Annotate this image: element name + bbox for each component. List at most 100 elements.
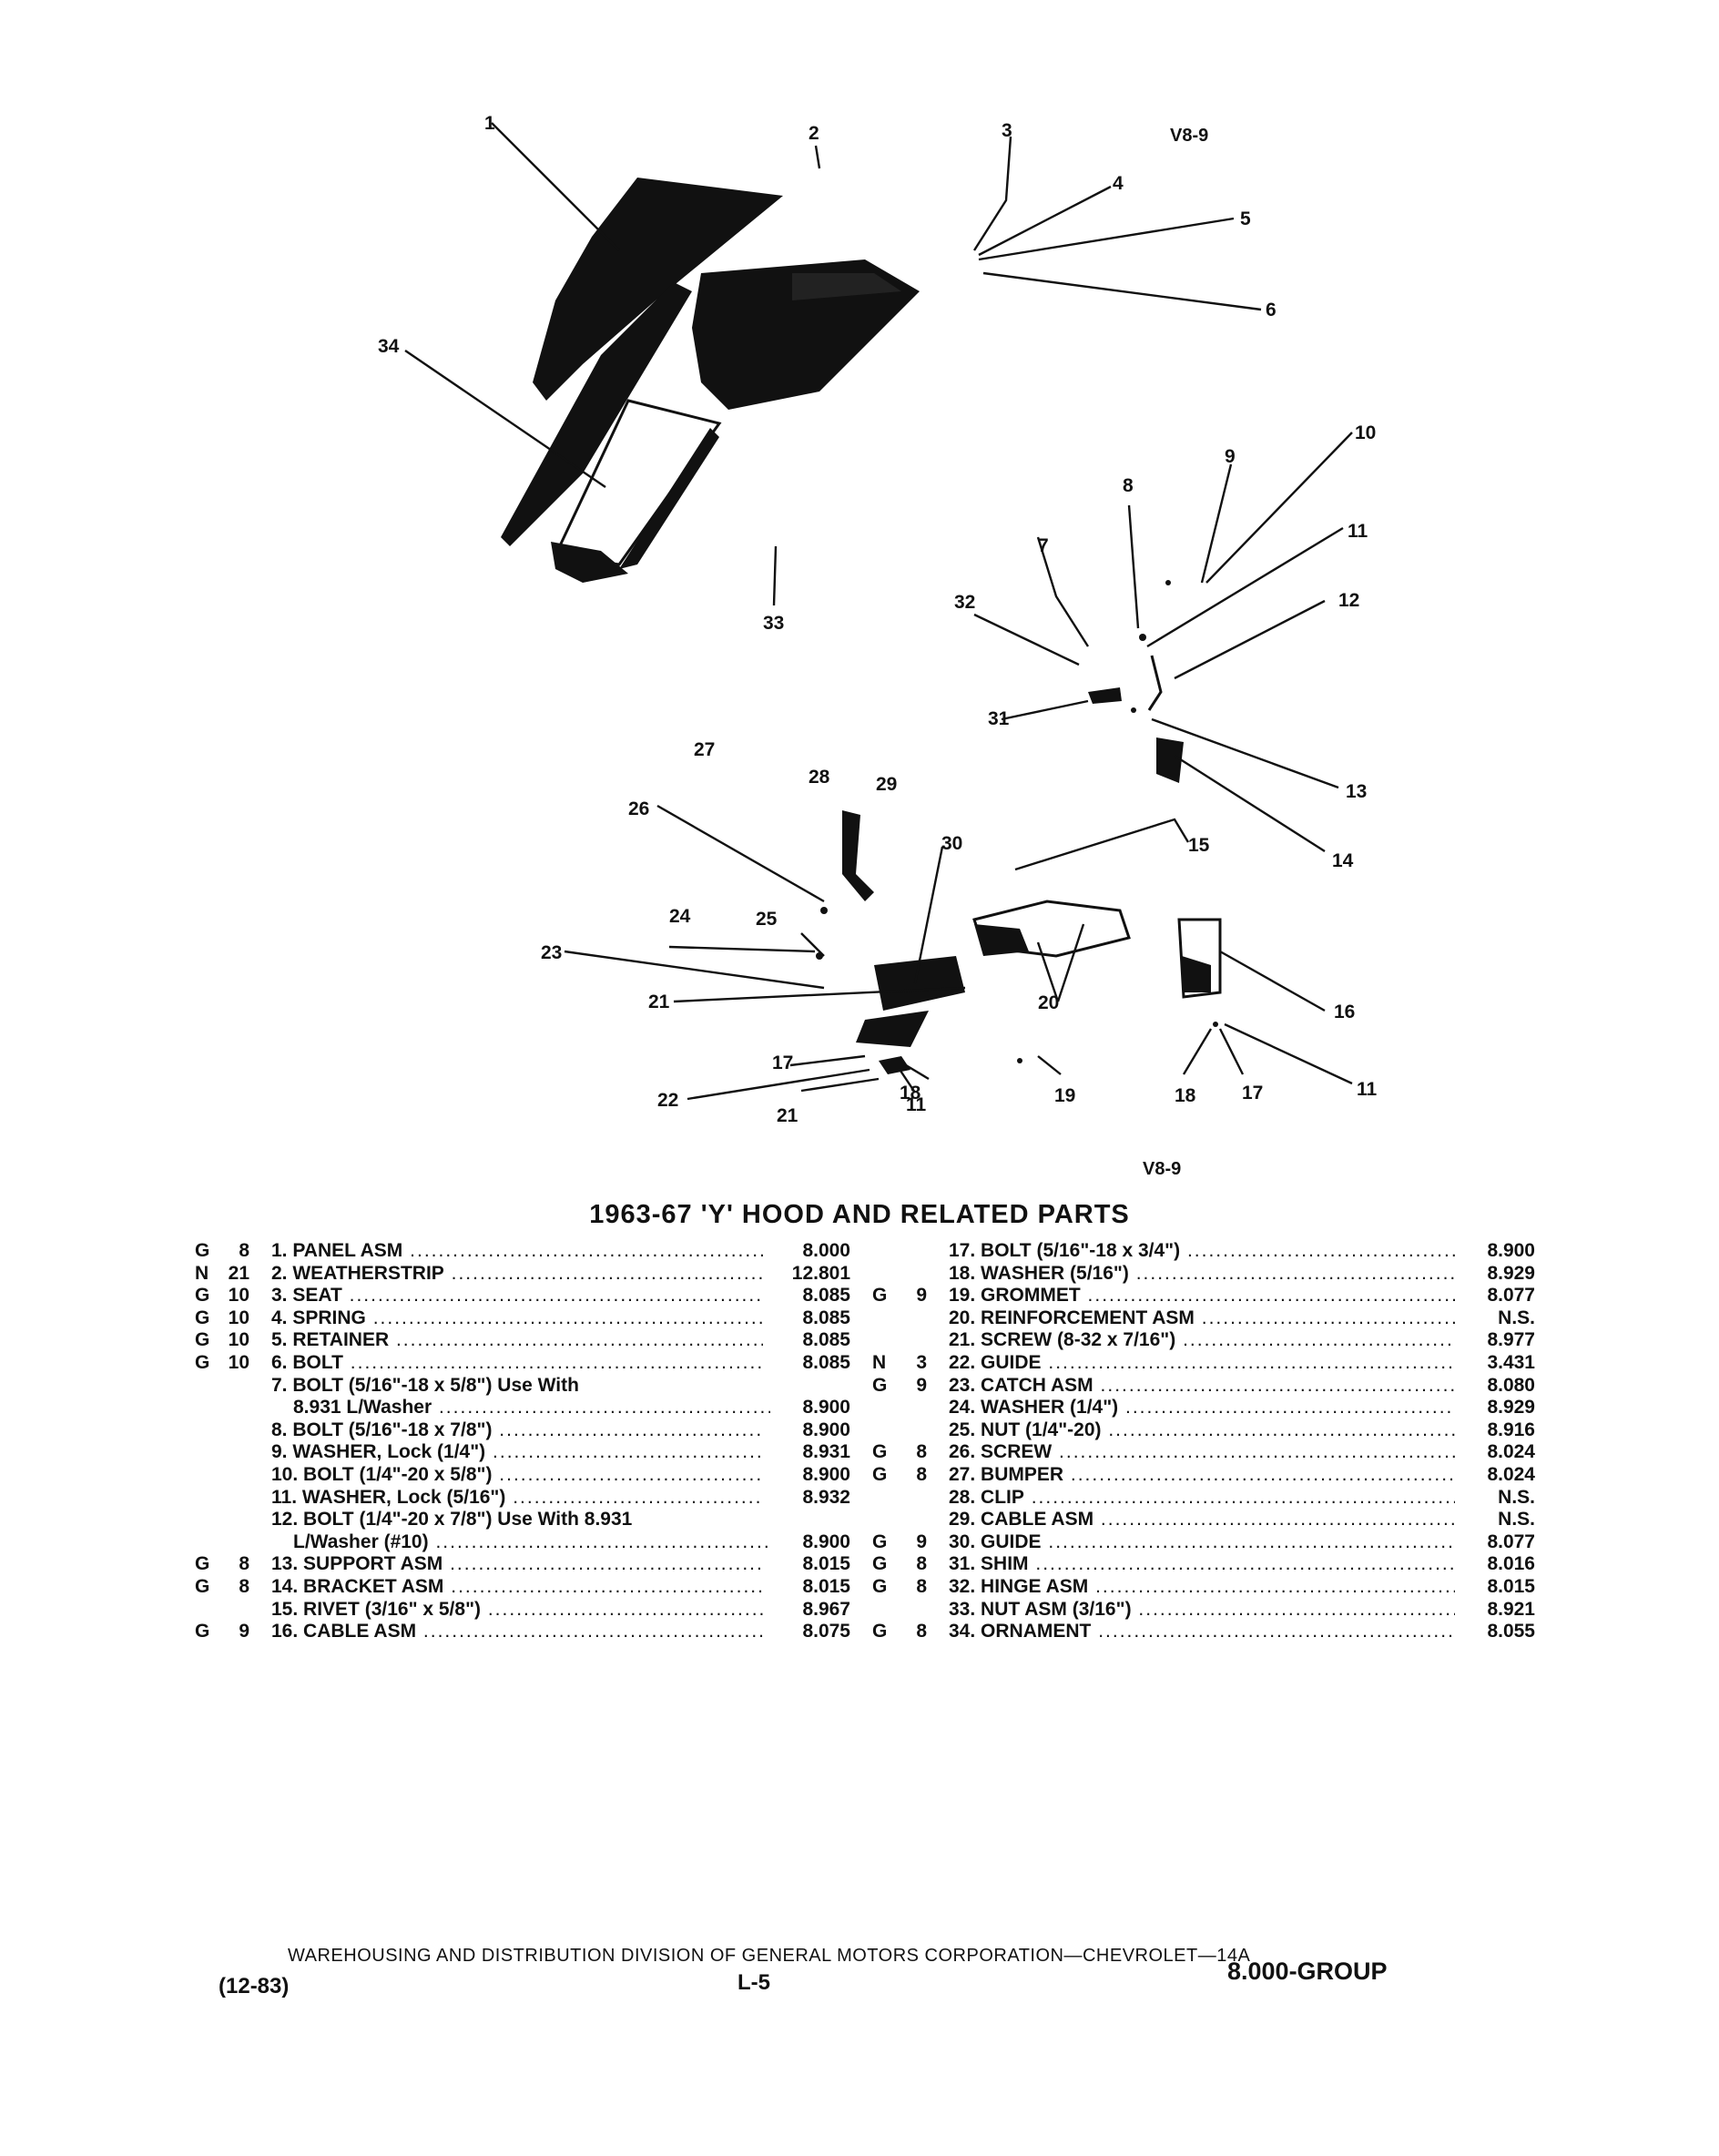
parts-row: 20. REINFORCEMENT ASMN.S. bbox=[872, 1307, 1535, 1330]
subgroup-code: 8 bbox=[916, 1575, 927, 1597]
group-number: 8.024 bbox=[1455, 1441, 1535, 1464]
subgroup-code: 8 bbox=[916, 1553, 927, 1575]
parts-row: 18. WASHER (5/16")8.929 bbox=[872, 1262, 1535, 1286]
group-number: 8.055 bbox=[1455, 1621, 1535, 1643]
subgroup-code: 10 bbox=[228, 1329, 249, 1351]
part-description: 21. SCREW (8-32 x 7/16") bbox=[949, 1329, 1459, 1351]
group-number: 8.900 bbox=[1455, 1240, 1535, 1262]
callout-14: 14 bbox=[1332, 850, 1354, 871]
group-number: 8.085 bbox=[770, 1351, 850, 1374]
part-description: 22. GUIDE bbox=[949, 1352, 1459, 1374]
group-number: 8.077 bbox=[1455, 1285, 1535, 1307]
group-code: G bbox=[195, 1553, 210, 1575]
callout-numbers: 1 2 3 4 5 6 34 10 9 8 11 7 32 12 31 33 2… bbox=[378, 113, 1378, 1126]
callout-17b: 17 bbox=[1242, 1083, 1263, 1103]
group-number: 8.900 bbox=[770, 1397, 850, 1419]
callout-10: 10 bbox=[1355, 422, 1376, 443]
subgroup-code: 9 bbox=[239, 1621, 249, 1642]
part-description: 7. BOLT (5/16"-18 x 5/8") Use With bbox=[271, 1374, 579, 1396]
footer-date: (12-83) bbox=[219, 1974, 290, 1998]
part-description: 24. WASHER (1/4") bbox=[949, 1397, 1459, 1419]
part-description: 25. NUT (1/4"-20) bbox=[949, 1419, 1459, 1441]
group-number: 12.801 bbox=[770, 1262, 850, 1285]
part-description: 9. WASHER, Lock (1/4") bbox=[271, 1441, 763, 1463]
part-description: 16. CABLE ASM bbox=[271, 1621, 763, 1642]
callout-9: 9 bbox=[1225, 446, 1236, 467]
parts-row: L/Washer (#10)8.900 bbox=[195, 1531, 850, 1554]
callout-20: 20 bbox=[1038, 992, 1059, 1013]
group-number: 8.075 bbox=[770, 1621, 850, 1643]
part-description: 27. BUMPER bbox=[949, 1464, 1459, 1486]
group-number: N.S. bbox=[1455, 1486, 1535, 1509]
callout-16: 16 bbox=[1334, 1002, 1355, 1022]
part-description: 11. WASHER, Lock (5/16") bbox=[271, 1487, 763, 1509]
group-number: 8.900 bbox=[770, 1463, 850, 1486]
callout-33: 33 bbox=[763, 613, 784, 634]
group-number: 8.085 bbox=[770, 1307, 850, 1329]
parts-row: 17. BOLT (5/16"-18 x 3/4")8.900 bbox=[872, 1240, 1535, 1263]
leader-lines bbox=[404, 122, 1353, 1101]
part-description: 29. CABLE ASM bbox=[949, 1509, 1459, 1531]
hood-panel-drawing bbox=[501, 178, 920, 583]
subgroup-code: 8 bbox=[916, 1441, 927, 1463]
parts-row: 9. WASHER, Lock (1/4")8.931 bbox=[195, 1441, 850, 1464]
parts-row: 29. CABLE ASMN.S. bbox=[872, 1509, 1535, 1531]
part-description: 33. NUT ASM (3/16") bbox=[949, 1599, 1459, 1621]
group-number: 8.929 bbox=[1455, 1397, 1535, 1419]
part-description: 3. SEAT bbox=[271, 1285, 763, 1307]
parts-row: G81. PANEL ASM8.000 bbox=[195, 1240, 850, 1263]
callout-1: 1 bbox=[484, 113, 495, 134]
group-code: G bbox=[195, 1285, 210, 1307]
hinge-assembly-drawing bbox=[1088, 580, 1184, 783]
part-description: 15. RIVET (3/16" x 5/8") bbox=[271, 1599, 763, 1621]
group-number: 8.024 bbox=[1455, 1463, 1535, 1486]
group-number: N.S. bbox=[1455, 1307, 1535, 1329]
callout-23: 23 bbox=[541, 942, 562, 963]
callout-18b: 18 bbox=[1175, 1085, 1196, 1106]
parts-row: 21. SCREW (8-32 x 7/16")8.977 bbox=[872, 1329, 1535, 1352]
part-description: 23. CATCH ASM bbox=[949, 1375, 1459, 1397]
footer-publisher: WAREHOUSING AND DISTRIBUTION DIVISION OF… bbox=[288, 1946, 1251, 1966]
callout-29: 29 bbox=[876, 774, 897, 795]
part-description: 2. WEATHERSTRIP bbox=[271, 1263, 763, 1285]
group-number: 8.929 bbox=[1455, 1262, 1535, 1285]
group-code: G bbox=[872, 1463, 888, 1485]
part-description: 32. HINGE ASM bbox=[949, 1576, 1459, 1598]
hood-catch-drawing bbox=[816, 810, 1222, 1074]
callout-22: 22 bbox=[657, 1090, 678, 1111]
part-description: 1. PANEL ASM bbox=[271, 1240, 763, 1262]
callout-19: 19 bbox=[1054, 1085, 1075, 1106]
part-description: 8. BOLT (5/16"-18 x 7/8") bbox=[271, 1419, 763, 1441]
page-title: 1963-67 'Y' HOOD AND RELATED PARTS bbox=[589, 1200, 1130, 1229]
group-code: G bbox=[872, 1531, 888, 1552]
group-number: 8.077 bbox=[1455, 1531, 1535, 1553]
callout-17: 17 bbox=[772, 1053, 793, 1073]
group-number: 8.900 bbox=[770, 1419, 850, 1441]
callout-31: 31 bbox=[988, 708, 1010, 729]
part-description: 31. SHIM bbox=[949, 1553, 1459, 1575]
callout-26: 26 bbox=[628, 798, 649, 819]
group-number: 8.015 bbox=[1455, 1575, 1535, 1598]
callout-8: 8 bbox=[1123, 475, 1134, 496]
callout-30: 30 bbox=[941, 833, 962, 854]
subgroup-code: 3 bbox=[916, 1351, 927, 1373]
subgroup-code: 8 bbox=[239, 1575, 249, 1597]
parts-row: 8. BOLT (5/16"-18 x 7/8") 8.900 bbox=[195, 1419, 850, 1442]
callout-13: 13 bbox=[1346, 781, 1367, 802]
subgroup-code: 8 bbox=[239, 1553, 249, 1575]
part-description: 19. GROMMET bbox=[949, 1285, 1459, 1307]
group-number: 8.900 bbox=[770, 1531, 850, 1553]
callout-27: 27 bbox=[694, 739, 715, 760]
subgroup-code: 10 bbox=[228, 1307, 249, 1328]
